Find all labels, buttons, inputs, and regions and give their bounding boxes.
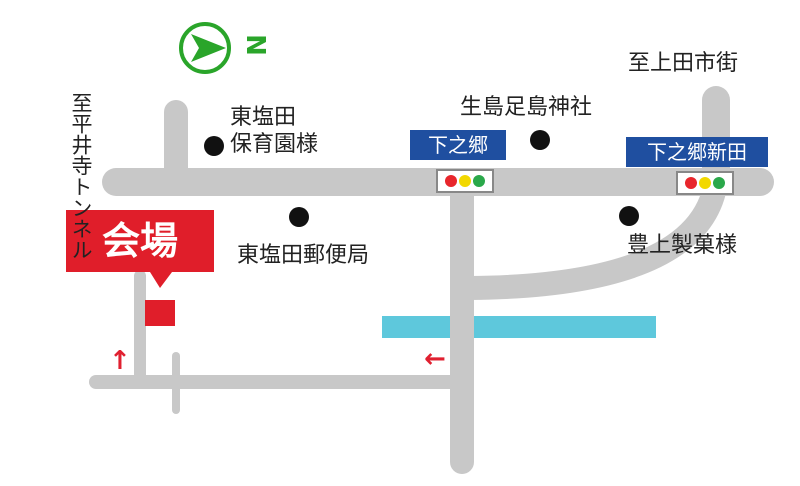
landmark-dot-hoikuen [204, 136, 224, 156]
landmark-dot-jinja [530, 130, 550, 150]
label-for-heiseiji-tunnel: 至平井寺トンネル [69, 92, 93, 260]
traffic-signal-shimonogo-shinden [676, 171, 734, 195]
sign-shimonogo-shinden: 下之郷新田 [626, 137, 768, 167]
curved-road [458, 170, 728, 300]
route-arrow-left-icon: ← [424, 344, 446, 374]
north-arrow-icon [179, 22, 231, 74]
venue-callout [66, 210, 214, 288]
river [382, 316, 656, 338]
label-for-ueda: 至上田市街 [628, 51, 739, 76]
traffic-signal-shimonogo [436, 169, 494, 193]
sign-shimonogo: 下之郷 [410, 130, 506, 160]
landmark-dot-toyokami [619, 206, 639, 226]
label-ikushima-tarushima-jinja: 生島足島神社 [460, 95, 593, 120]
compass-letter: N [239, 34, 270, 56]
label-toyokami-seika: 豊上製菓様 [627, 233, 738, 258]
route-arrow-up-icon: ↑ [109, 346, 131, 376]
label-higashi-shioda-post-office: 東塩田郵便局 [237, 243, 370, 268]
venue-label: 会場 [101, 219, 178, 263]
label-higashi-shioda-hoikuen: 東塩田 保育園様 [230, 105, 319, 157]
landmark-dot-post-office [289, 207, 309, 227]
venue-marker [145, 300, 175, 326]
